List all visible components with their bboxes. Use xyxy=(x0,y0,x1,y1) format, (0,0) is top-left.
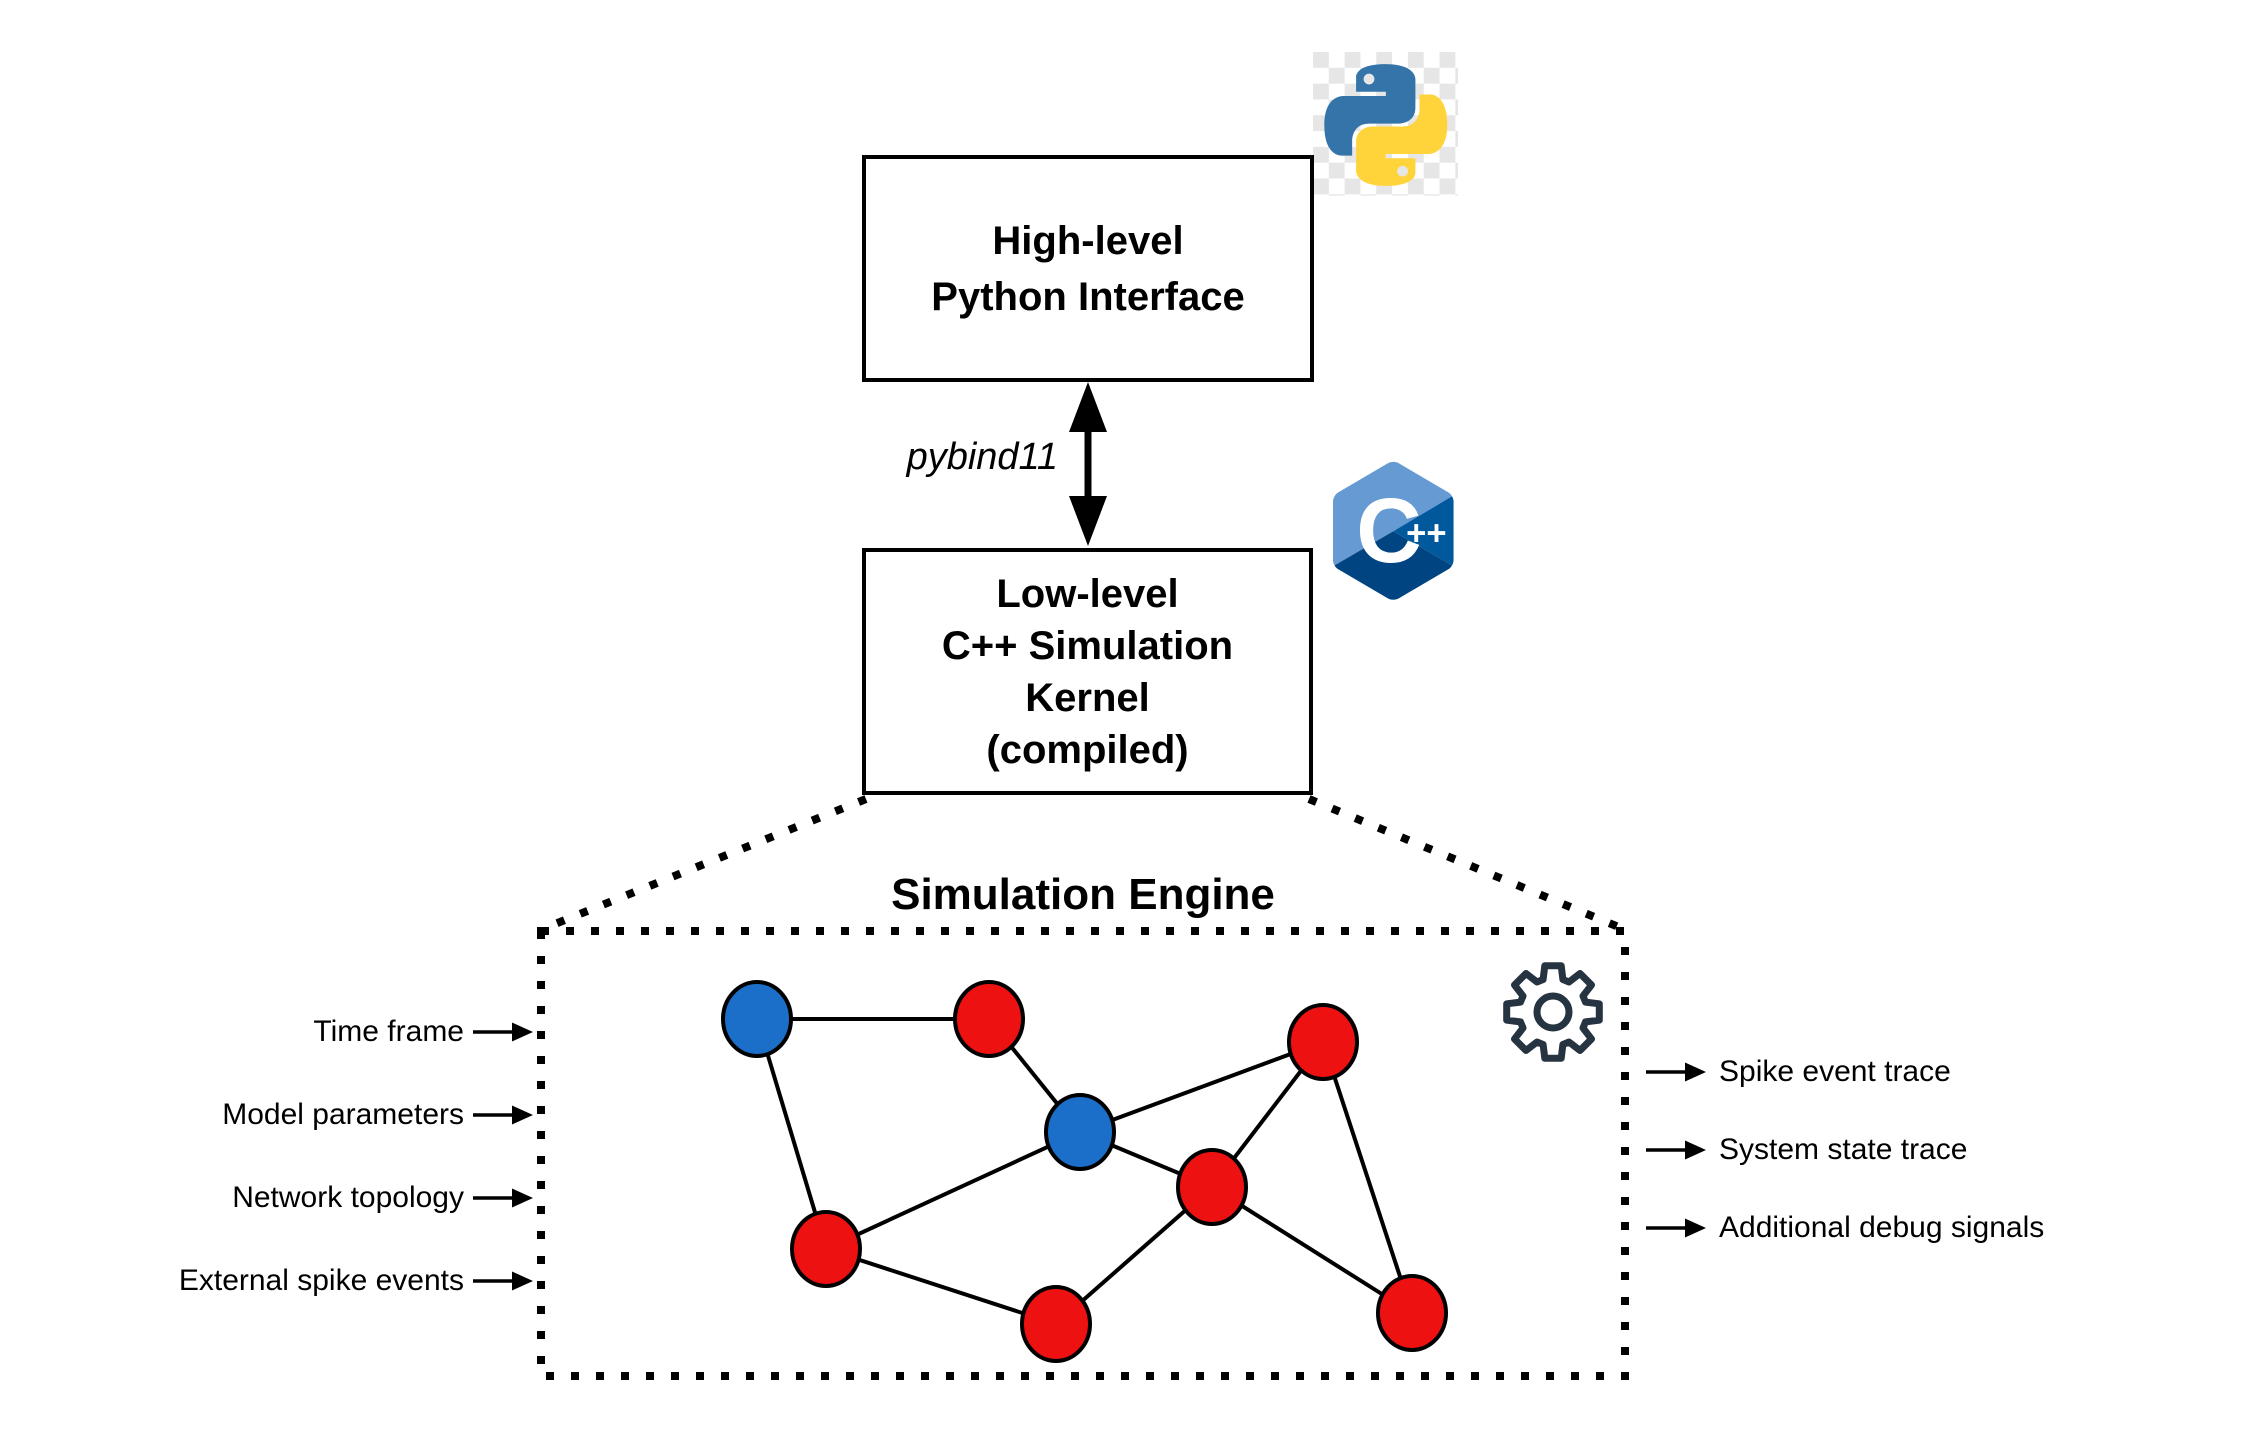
arrow-right-icon xyxy=(473,1271,533,1291)
python-box-line2: Python Interface xyxy=(931,274,1245,319)
graph-edge xyxy=(755,1018,828,1250)
gear-icon-shape xyxy=(1533,992,1573,1032)
graph-edge xyxy=(825,1247,1057,1326)
pybind-double-arrow xyxy=(1069,382,1107,546)
funnel-line-right xyxy=(1307,795,1623,932)
output-label-row: Additional debug signals xyxy=(1645,1208,2044,1248)
input-label-row: Model parameters xyxy=(222,1095,534,1135)
cpp-logo-plusplus: ++ xyxy=(1406,514,1446,553)
output-label-row: System state trace xyxy=(1645,1130,1967,1170)
funnel-line-left xyxy=(543,795,868,932)
simulation-engine-title: Simulation Engine xyxy=(891,870,1275,919)
cpp-box-line4: (compiled) xyxy=(986,727,1189,772)
neuron-node-red xyxy=(1020,1285,1092,1363)
arrow-right-icon xyxy=(1646,1062,1706,1082)
cpp-kernel-box: Low-level C++ Simulation Kernel (compile… xyxy=(862,548,1313,795)
graph-edge xyxy=(1210,1185,1414,1315)
neuron-network-graph xyxy=(721,980,1448,1363)
cpp-logo-icon: C ++ xyxy=(1333,461,1454,600)
neuron-node-red xyxy=(1176,1148,1248,1226)
output-label: System state trace xyxy=(1719,1133,1968,1166)
python-box-line1: High-level xyxy=(992,218,1184,263)
cpp-box-line2: C++ Simulation xyxy=(941,623,1234,668)
arrow-right-icon xyxy=(473,1188,533,1208)
input-label: Network topology xyxy=(232,1181,464,1214)
cpp-box-line1: Low-level xyxy=(996,571,1179,616)
neuron-node-red xyxy=(1376,1274,1448,1352)
cpp-box-line3: Kernel xyxy=(1025,675,1150,720)
graph-edge xyxy=(1321,1041,1414,1314)
graph-edge xyxy=(825,1130,1081,1251)
neuron-node-red xyxy=(790,1210,862,1288)
input-label-row: External spike events xyxy=(179,1261,534,1301)
gear-icon xyxy=(1503,962,1603,1062)
arrow-right-icon xyxy=(1646,1140,1706,1160)
neuron-node-blue xyxy=(721,980,793,1058)
arrow-right-icon xyxy=(473,1105,533,1125)
neuron-node-blue xyxy=(1044,1093,1116,1171)
input-label: Time frame xyxy=(313,1015,464,1048)
output-label: Spike event trace xyxy=(1719,1055,1951,1088)
python-logo-icon xyxy=(1313,52,1458,196)
simulation-engine-box xyxy=(537,927,1629,1380)
graph-edge xyxy=(1079,1040,1324,1134)
input-label: Model parameters xyxy=(222,1098,464,1131)
python-interface-box: High-level Python Interface xyxy=(862,155,1314,382)
output-label-row: Spike event trace xyxy=(1645,1052,1951,1092)
arrow-right-icon xyxy=(1646,1218,1706,1238)
neuron-node-red xyxy=(953,980,1025,1058)
cpp-logo-letter: C xyxy=(1356,479,1421,582)
input-label: External spike events xyxy=(178,1264,464,1297)
input-label-row: Network topology xyxy=(232,1178,534,1218)
arrow-right-icon xyxy=(473,1022,533,1042)
output-label: Additional debug signals xyxy=(1719,1211,2045,1244)
pybind11-label: pybind11 xyxy=(906,436,1058,478)
neuron-node-red xyxy=(1287,1003,1359,1081)
input-label-row: Time frame xyxy=(313,1012,534,1052)
